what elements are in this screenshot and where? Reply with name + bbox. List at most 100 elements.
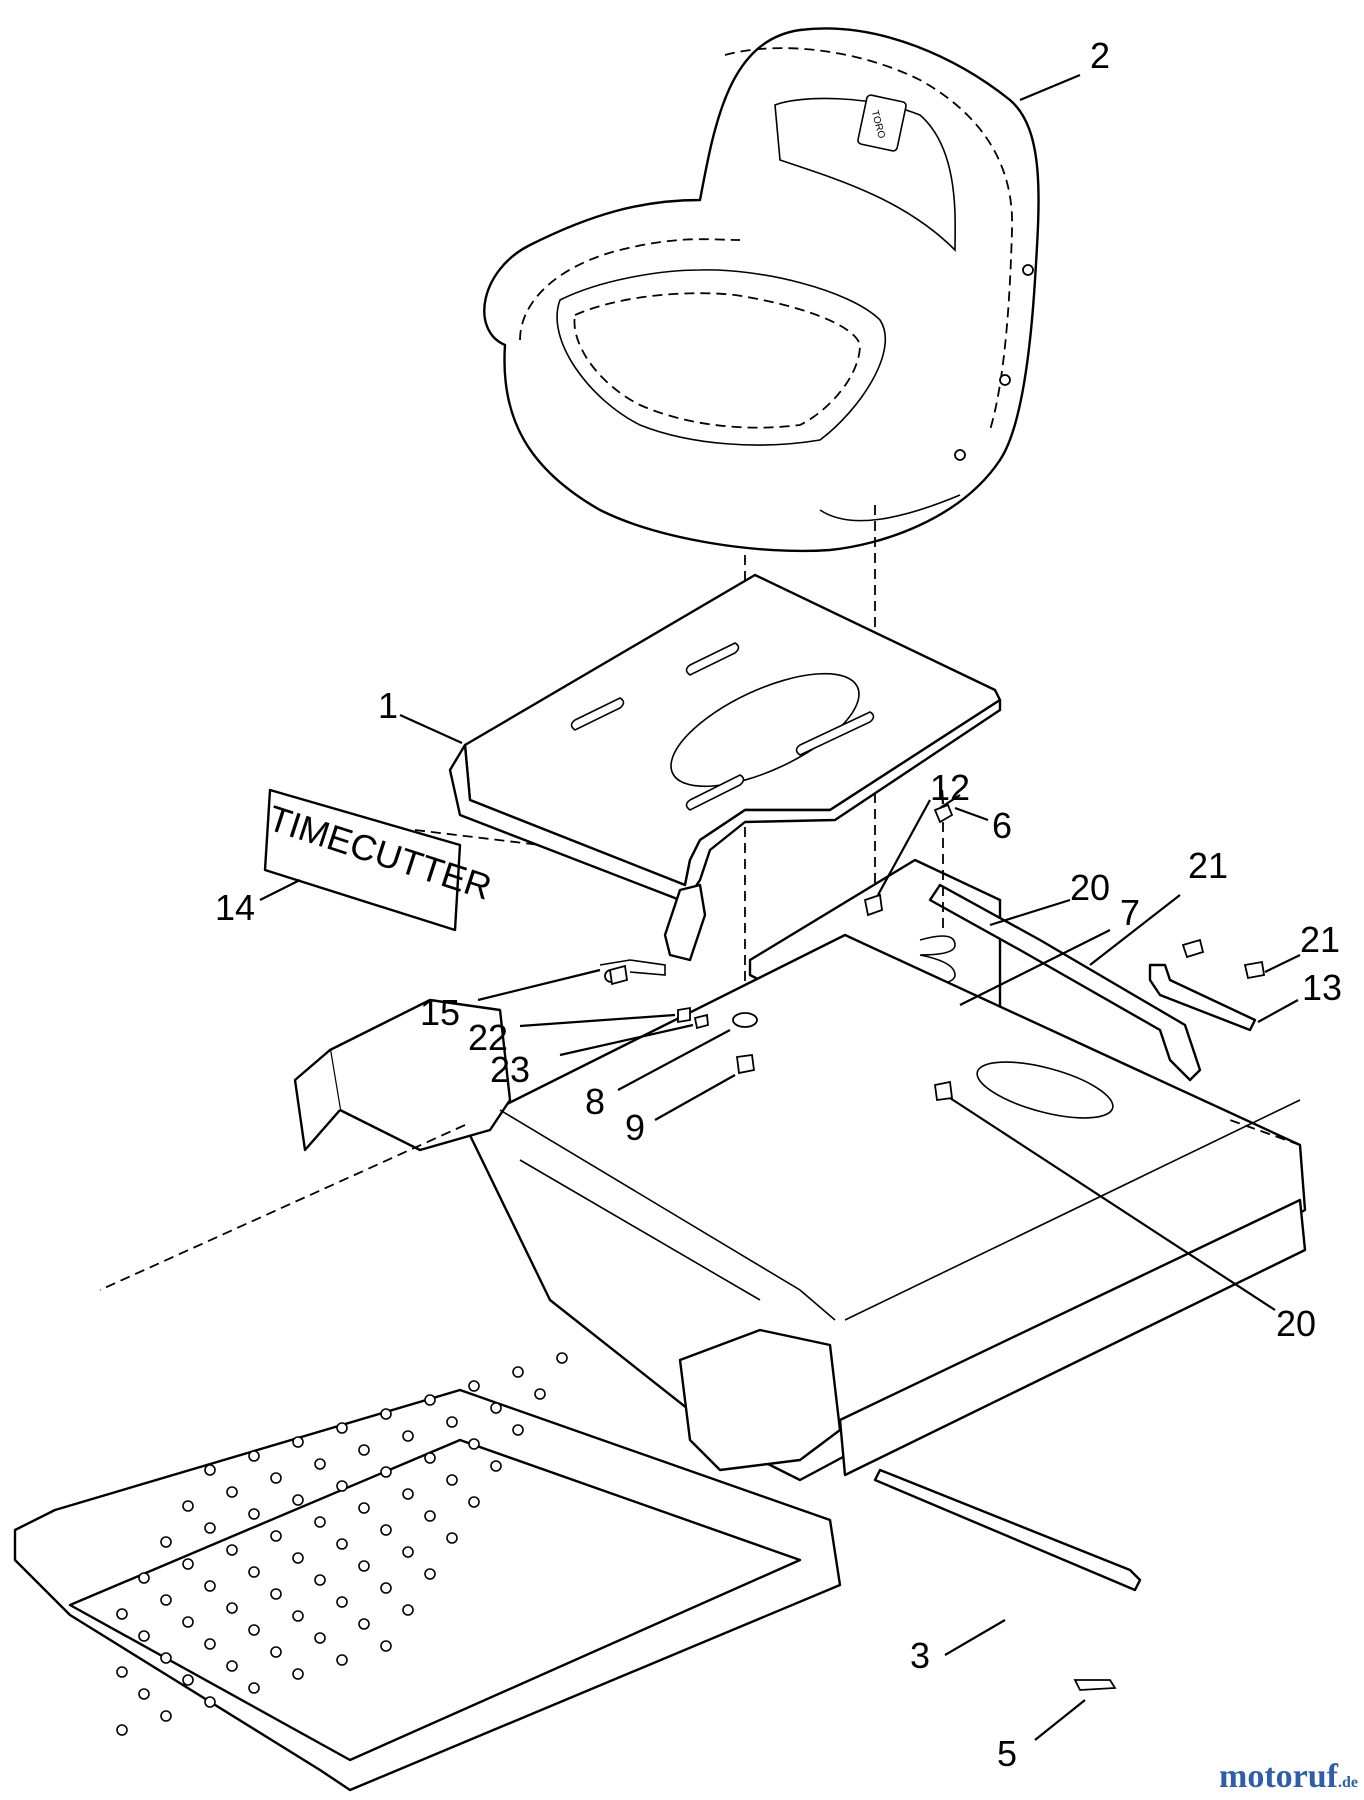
rod-3 <box>873 1468 1142 1592</box>
callout-14: 14 <box>215 887 255 928</box>
floor-hole <box>292 1436 304 1448</box>
callout-6: 7 <box>1120 892 1140 933</box>
floor-hole <box>270 1588 282 1600</box>
floor-hole <box>182 1500 194 1512</box>
floor-hole <box>292 1668 304 1680</box>
floor-hole <box>204 1638 216 1650</box>
floor-hole <box>490 1402 502 1414</box>
floor-hole <box>182 1558 194 1570</box>
callout-21: 20 <box>1276 1303 1316 1344</box>
floor-hole <box>424 1394 436 1406</box>
callout-5: 5 <box>997 1733 1017 1774</box>
callout-7: 6 <box>992 805 1012 846</box>
floor-hole <box>534 1388 546 1400</box>
floor-hole <box>160 1652 172 1664</box>
clip-5 <box>1073 1679 1117 1691</box>
bolt-19 <box>1181 938 1205 959</box>
floor-hole <box>204 1580 216 1592</box>
callout-9: 9 <box>625 1107 645 1148</box>
floor-hole <box>446 1416 458 1428</box>
floor-hole <box>116 1724 128 1736</box>
floor-hole <box>336 1480 348 1492</box>
floor-hole <box>138 1630 150 1642</box>
floor-hole <box>226 1660 238 1672</box>
floor-hole <box>446 1532 458 1544</box>
clip-23 <box>693 1013 709 1030</box>
callout-20: 21 <box>1300 919 1340 960</box>
floor-hole <box>380 1466 392 1478</box>
floor-hole <box>270 1530 282 1542</box>
seat-pan <box>448 573 1002 983</box>
pin-15 <box>608 964 629 986</box>
floor-hole <box>468 1380 480 1392</box>
floor-hole <box>468 1438 480 1450</box>
floor-hole <box>314 1574 326 1586</box>
callout-16: 20 <box>1070 867 1110 908</box>
floor-hole <box>182 1616 194 1628</box>
floor-hole <box>402 1546 414 1558</box>
callout-13: 13 <box>1302 967 1342 1008</box>
floor-hole <box>336 1596 348 1608</box>
floor-hole <box>380 1582 392 1594</box>
floor-hole-grid <box>116 1352 568 1736</box>
bolt-20 <box>1243 960 1266 980</box>
floor-hole <box>314 1458 326 1470</box>
washer-22 <box>677 1006 691 1024</box>
floor-hole <box>402 1488 414 1500</box>
floor-hole <box>358 1444 370 1456</box>
floor-hole <box>424 1452 436 1464</box>
floor-hole <box>160 1710 172 1722</box>
floor-hole <box>226 1544 238 1556</box>
floor-hole <box>358 1502 370 1514</box>
floor-hole <box>138 1688 150 1700</box>
floor-hole <box>160 1594 172 1606</box>
callout-19: 21 <box>1188 845 1228 886</box>
floor-hole <box>248 1508 260 1520</box>
floor-hole <box>556 1352 568 1364</box>
floor-hole <box>336 1422 348 1434</box>
floor-hole <box>116 1666 128 1678</box>
callout-8: 8 <box>585 1081 605 1122</box>
callout-1: 1 <box>378 685 398 726</box>
floor-hole <box>358 1618 370 1630</box>
callout-22: 22 <box>468 1017 508 1058</box>
floor-hole <box>160 1536 172 1548</box>
bolt-21 <box>933 1080 954 1102</box>
stud-12 <box>863 893 883 917</box>
floor-hole <box>358 1560 370 1572</box>
floor-hole <box>380 1640 392 1652</box>
hardware <box>608 803 1266 1691</box>
floor-hole <box>402 1430 414 1442</box>
seat-logo-plate <box>857 94 907 152</box>
callout-15: 15 <box>420 992 460 1033</box>
washer-8 <box>732 1012 758 1028</box>
floor-hole <box>248 1682 260 1694</box>
floor-hole <box>182 1674 194 1686</box>
floor-hole <box>314 1632 326 1644</box>
floor-hole <box>336 1538 348 1550</box>
floor-hole <box>248 1624 260 1636</box>
seat: TORO <box>483 27 1040 553</box>
callout-2: 2 <box>1090 35 1110 76</box>
floor-hole <box>424 1510 436 1522</box>
watermark-logo: motoruf.de <box>1219 1758 1358 1795</box>
floor-hole <box>138 1572 150 1584</box>
floor-hole <box>248 1566 260 1578</box>
floor-hole <box>314 1516 326 1528</box>
floor-hole <box>380 1524 392 1536</box>
floor-hole <box>446 1474 458 1486</box>
floor-hole <box>402 1604 414 1616</box>
floor-hole <box>226 1602 238 1614</box>
frame <box>13 933 1307 1792</box>
floor-hole <box>204 1696 216 1708</box>
floor-hole <box>292 1610 304 1622</box>
floor-hole <box>336 1654 348 1666</box>
floor-hole <box>270 1472 282 1484</box>
callout-23: 23 <box>490 1049 530 1090</box>
callout-3: 3 <box>910 1635 930 1676</box>
floor-hole <box>468 1496 480 1508</box>
floor-hole <box>270 1646 282 1658</box>
floor-hole <box>204 1464 216 1476</box>
floor-hole <box>424 1568 436 1580</box>
